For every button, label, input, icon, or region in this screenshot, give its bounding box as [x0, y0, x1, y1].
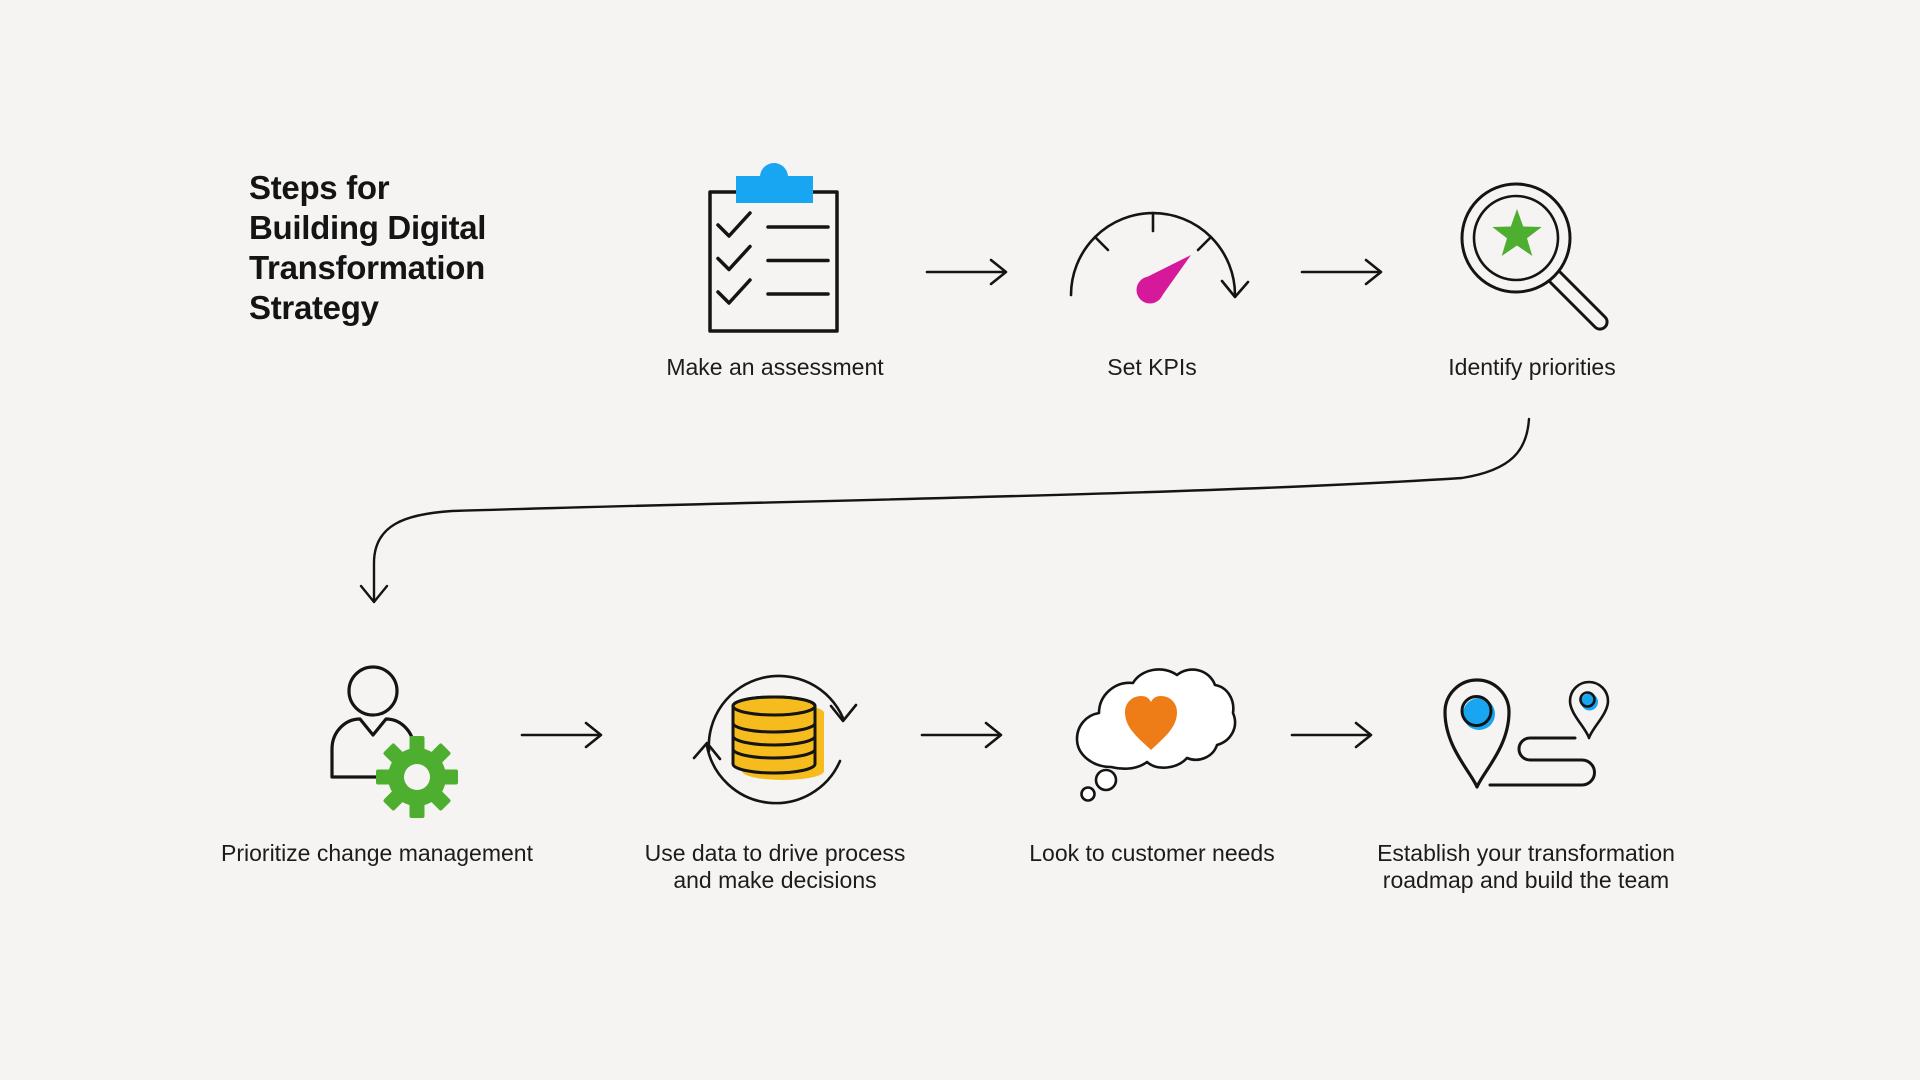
step-label: Set KPIs	[1107, 354, 1197, 380]
step-label: Make an assessment	[666, 354, 884, 380]
flow-connector-arrow	[359, 417, 1531, 604]
flow-arrow-icon	[1290, 721, 1373, 749]
map-pins-route-icon	[1443, 678, 1610, 789]
flow-arrow-icon	[1300, 258, 1383, 286]
clipboard-clip	[736, 163, 813, 203]
step-label: Establish your transformation roadmap an…	[1377, 840, 1675, 893]
flow-arrow-icon	[920, 721, 1003, 749]
page-title: Steps for Building Digital Transformatio…	[249, 169, 487, 326]
step-label: Prioritize change management	[221, 840, 533, 866]
person-gear-icon	[330, 665, 458, 818]
step-make-an-assessment	[694, 150, 854, 345]
gauge-icon	[1069, 211, 1250, 304]
step-prioritize-change-management	[310, 655, 470, 835]
database-sync-icon	[692, 674, 858, 805]
step-use-data	[687, 646, 867, 831]
magnifier-star-icon	[1460, 182, 1609, 331]
step-identify-priorities	[1440, 172, 1620, 342]
step-label: Use data to drive process and make decis…	[644, 840, 906, 893]
step-look-to-customer-needs	[1065, 655, 1240, 810]
star-shape	[1492, 209, 1542, 256]
flow-arrow-icon	[520, 721, 603, 749]
step-set-kpis	[1056, 198, 1251, 343]
step-label: Identify priorities	[1448, 354, 1616, 380]
pin-dot	[1581, 693, 1598, 711]
thought-cloud-heart-icon	[1075, 668, 1237, 802]
flow-arrow-icon	[925, 258, 1008, 286]
step-label: Look to customer needs	[1029, 840, 1275, 866]
clipboard-checklist-icon	[708, 163, 839, 333]
gauge-needle	[1136, 255, 1191, 304]
heart-shape	[1125, 696, 1177, 750]
gear-shape	[376, 736, 458, 818]
step-roadmap-team	[1430, 655, 1615, 800]
